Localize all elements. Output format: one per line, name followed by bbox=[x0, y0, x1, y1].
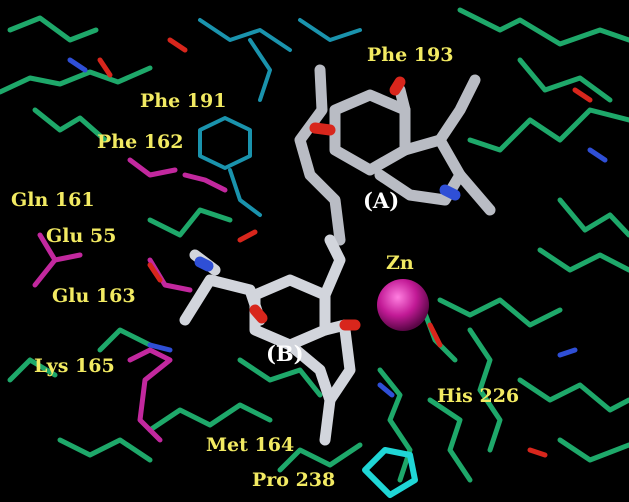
label-glu55: Glu 55 bbox=[46, 225, 117, 247]
heteroatom-sticks bbox=[67, 37, 608, 458]
label-phe191: Phe 191 bbox=[140, 90, 227, 112]
pro238-ring bbox=[362, 447, 418, 498]
label-glu163: Glu 163 bbox=[52, 285, 136, 307]
secondary-sticks bbox=[198, 18, 362, 217]
label-his226: His 226 bbox=[437, 385, 520, 407]
highlight-residues bbox=[32, 157, 228, 443]
ligand-b bbox=[179, 234, 361, 446]
zinc-sphere bbox=[377, 279, 429, 331]
label-pro238: Pro 238 bbox=[252, 469, 336, 491]
label-ligand-a: (A) bbox=[363, 188, 400, 213]
label-phe193: Phe 193 bbox=[367, 44, 454, 66]
label-lys165: Lys 165 bbox=[34, 355, 115, 377]
label-zn: Zn bbox=[386, 252, 414, 274]
label-ligand-b: (B) bbox=[266, 341, 304, 366]
ligand-a bbox=[294, 64, 496, 246]
label-phe162: Phe 162 bbox=[97, 131, 184, 153]
label-met164: Met 164 bbox=[206, 434, 295, 456]
label-gln161: Gln 161 bbox=[11, 189, 95, 211]
